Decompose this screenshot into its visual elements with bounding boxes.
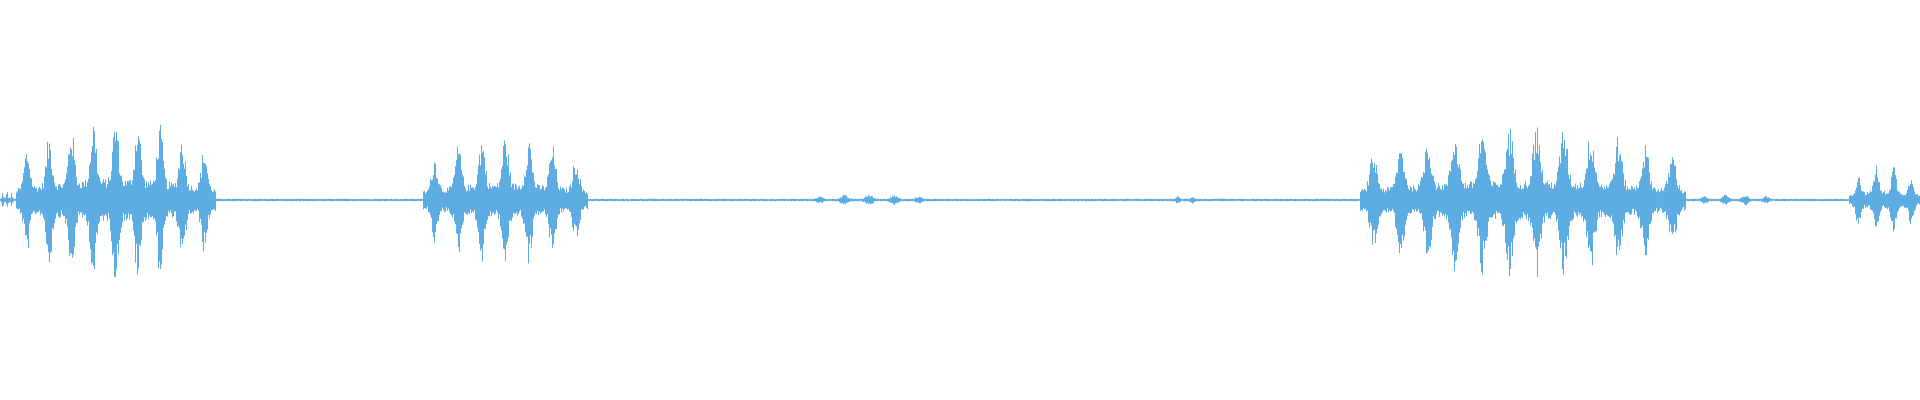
waveform-path (0, 124, 1920, 278)
waveform-trace (0, 124, 1920, 278)
